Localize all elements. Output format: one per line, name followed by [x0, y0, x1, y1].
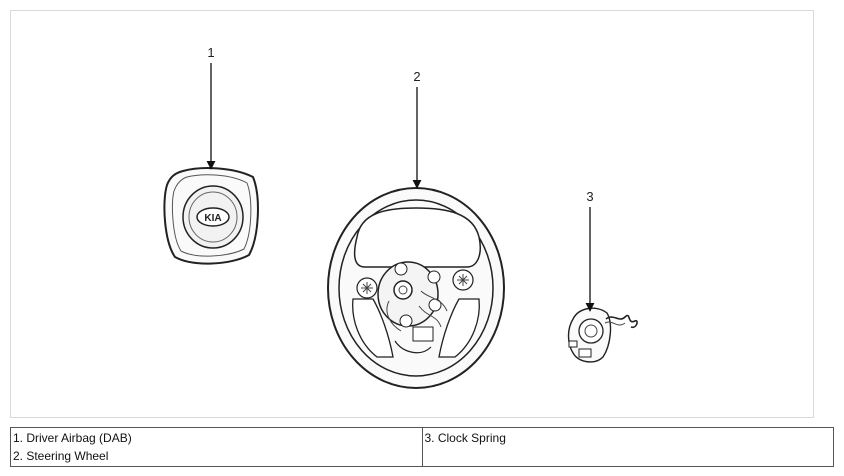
- legend-cell-left: 1. Driver Airbag (DAB) 2. Steering Wheel: [10, 427, 423, 467]
- legend-item-driver-airbag: 1. Driver Airbag (DAB): [13, 431, 132, 445]
- figure-frame: KIA 1: [10, 10, 814, 418]
- components-diagram: KIA 1: [163, 45, 638, 389]
- legend-cell-right: 3. Clock Spring: [421, 427, 834, 467]
- legend-item-clock-spring: 3. Clock Spring: [424, 431, 506, 445]
- parts-legend-table: 1. Driver Airbag (DAB) 2. Steering Wheel…: [10, 427, 834, 467]
- steering-wheel-illustration: [327, 187, 505, 389]
- driver-airbag-illustration: KIA: [163, 167, 259, 265]
- legend-row: 1. Driver Airbag (DAB) 2. Steering Wheel…: [10, 427, 834, 467]
- emblem-text: KIA: [204, 213, 221, 224]
- legend-item-steering-wheel: 2. Steering Wheel: [13, 449, 109, 463]
- callout-2-label: 2: [413, 69, 420, 84]
- callout-1-label: 1: [207, 45, 214, 60]
- callout-3-label: 3: [586, 189, 593, 204]
- clock-spring-illustration: [567, 307, 638, 363]
